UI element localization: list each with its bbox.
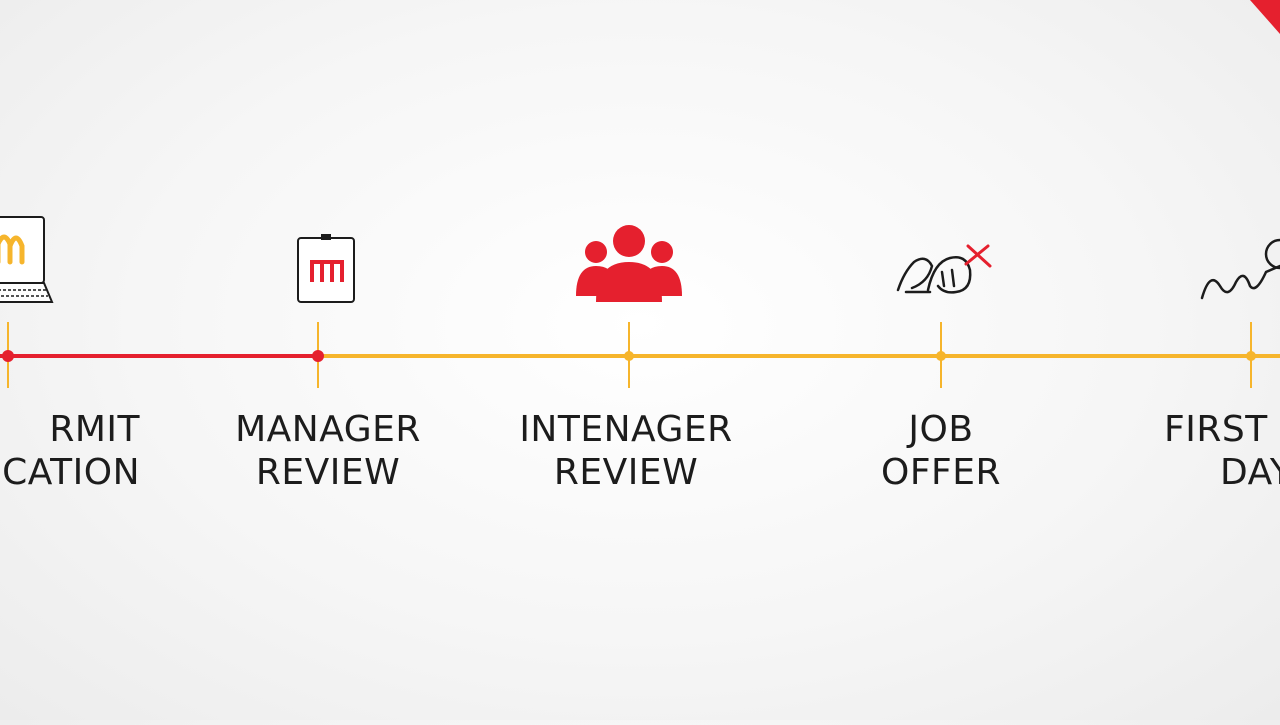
step-5-line-1: FIRST (1164, 409, 1268, 450)
laptop-icon (0, 216, 54, 303)
step-2-line-2: REVIEW (255, 452, 401, 493)
timeline-node-3 (624, 322, 634, 388)
step-3-line-1: INTENAGER (519, 409, 733, 450)
timeline-node-1 (2, 322, 14, 388)
step-4-line-1: JOB (908, 409, 974, 450)
clipboard-icon (297, 234, 355, 303)
step-label-first-day: FIRST DAY (1164, 408, 1280, 494)
step-1-line-1: RMIT (49, 409, 140, 450)
step-2-line-1: MANAGER (235, 409, 421, 450)
step-5-line-2: DAY (1220, 452, 1280, 493)
step-label-submit-application: RMIT CATION (0, 408, 140, 494)
corner-accent (1250, 0, 1280, 34)
handshake-icon (896, 244, 992, 294)
timeline-node-2 (312, 322, 324, 388)
step-4-line-2: OFFER (880, 452, 1001, 493)
person-icon (1200, 238, 1280, 300)
step-label-job-offer: JOB OFFER (811, 408, 1071, 494)
timeline-node-5 (1246, 322, 1256, 388)
step-label-manager-review: MANAGER REVIEW (198, 408, 458, 494)
step-label-interview-review: INTENAGER REVIEW (496, 408, 756, 494)
team-icon (576, 225, 682, 302)
step-1-line-2: CATION (2, 452, 140, 493)
timeline-node-4 (936, 322, 946, 388)
step-3-line-2: REVIEW (553, 452, 699, 493)
